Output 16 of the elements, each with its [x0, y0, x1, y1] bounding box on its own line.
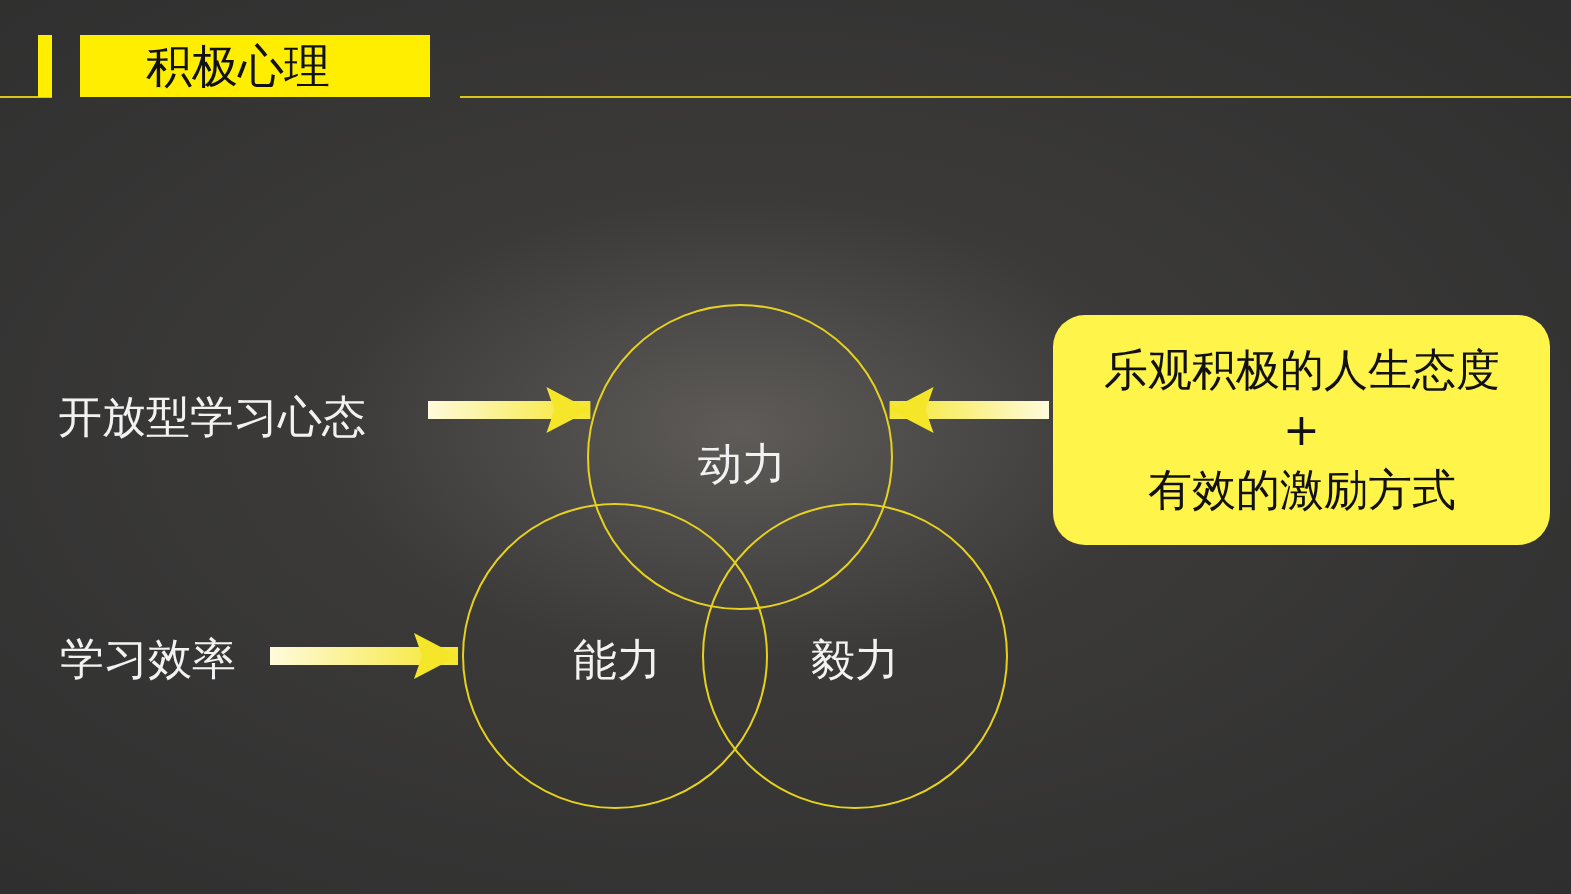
- circle: [702, 503, 1008, 809]
- callout-box: [1053, 315, 1550, 545]
- label-text: 学习效率: [60, 630, 236, 688]
- label-text: 开放型学习心态: [58, 388, 366, 446]
- box-text: 乐观积极的人生态度: [1103, 343, 1500, 397]
- circle: [587, 304, 893, 610]
- circle-label: 毅力: [811, 632, 899, 687]
- title-banner: 积极心理: [80, 35, 430, 97]
- circle: [462, 503, 768, 809]
- box-text: 有效的激励方式: [1147, 463, 1456, 517]
- circle-label: 动力: [698, 436, 786, 491]
- circle-label: 能力: [573, 632, 661, 687]
- arrow: [270, 633, 458, 679]
- arrow: [428, 387, 591, 433]
- arrow: [889, 387, 1049, 433]
- box-text: +: [1283, 403, 1320, 457]
